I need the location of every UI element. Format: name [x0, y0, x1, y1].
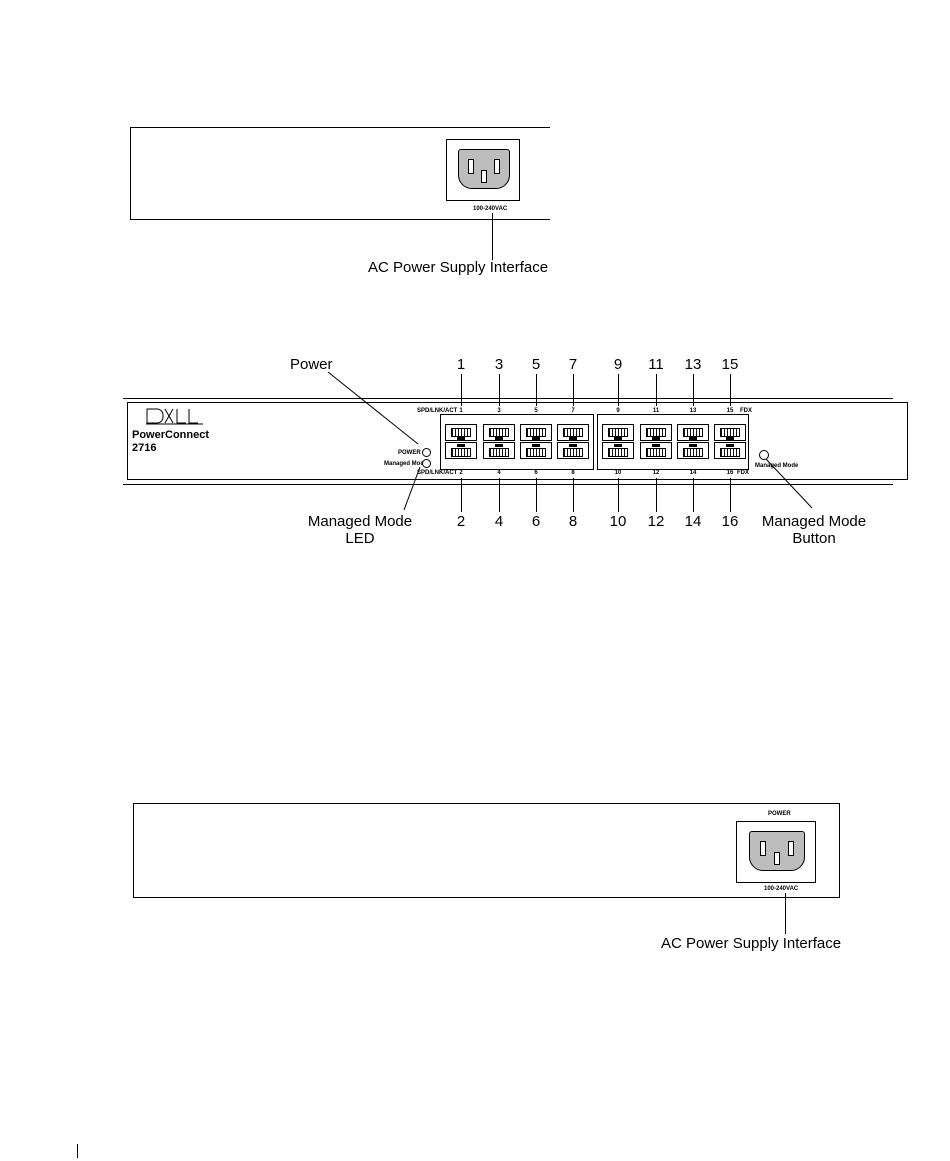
port-leader-bottom — [730, 478, 731, 512]
rear-panel-bottom: POWER 100-240VAC — [133, 803, 840, 898]
managed-button-callout-line1: Managed Mode — [755, 513, 873, 530]
port-leader-bottom — [536, 478, 537, 512]
port-callout-top: 9 — [603, 357, 633, 373]
port-leader-top — [499, 374, 500, 406]
port-leader-bottom — [656, 478, 657, 512]
port-callout-bottom: 6 — [521, 514, 551, 530]
port-callout-bottom: 2 — [446, 514, 476, 530]
managed-button-callout-line2: Button — [755, 530, 873, 547]
port-callout-top: 1 — [446, 357, 476, 373]
port-callout-bottom: 10 — [603, 514, 633, 530]
port-callout-bottom: 8 — [558, 514, 588, 530]
ac-inlet-housing-bottom — [736, 821, 816, 883]
port-callout-top: 7 — [558, 357, 588, 373]
port-leader-bottom — [461, 478, 462, 512]
port-callout-top: 13 — [678, 357, 708, 373]
port-leader-top — [536, 374, 537, 406]
managed-button-callout: Managed Mode Button — [755, 513, 873, 547]
port-leader-top — [573, 374, 574, 406]
managed-led-callout-line2: LED — [290, 530, 430, 547]
port-leader-top — [693, 374, 694, 406]
port-leader-bottom — [693, 478, 694, 512]
port-callout-top: 5 — [521, 357, 551, 373]
port-callout-bottom: 16 — [715, 514, 745, 530]
port-callout-bottom: 12 — [641, 514, 671, 530]
port-leader-top — [656, 374, 657, 406]
managed-led-callout-line1: Managed Mode — [290, 513, 430, 530]
page-margin-mark — [77, 1144, 78, 1158]
port-callout-top: 11 — [641, 357, 671, 373]
managed-led-callout: Managed Mode LED — [290, 513, 430, 547]
power-callout: Power — [290, 356, 333, 373]
port-callout-bottom: 14 — [678, 514, 708, 530]
port-leader-top — [730, 374, 731, 406]
port-leader-top — [461, 374, 462, 406]
port-callout-bottom: 4 — [484, 514, 514, 530]
callout-leader-bottom — [785, 893, 786, 934]
ac-inlet-icon-bottom — [749, 831, 805, 871]
port-leader-bottom — [618, 478, 619, 512]
port-callout-top: 3 — [484, 357, 514, 373]
front-callout-leaders — [0, 0, 950, 560]
rear-voltage-label: 100-240VAC — [764, 886, 798, 892]
port-leader-bottom — [499, 478, 500, 512]
port-leader-top — [618, 374, 619, 406]
rear-power-label: POWER — [768, 811, 791, 817]
port-leader-bottom — [573, 478, 574, 512]
ac-power-callout-bottom: AC Power Supply Interface — [661, 935, 841, 952]
port-callout-top: 15 — [715, 357, 745, 373]
